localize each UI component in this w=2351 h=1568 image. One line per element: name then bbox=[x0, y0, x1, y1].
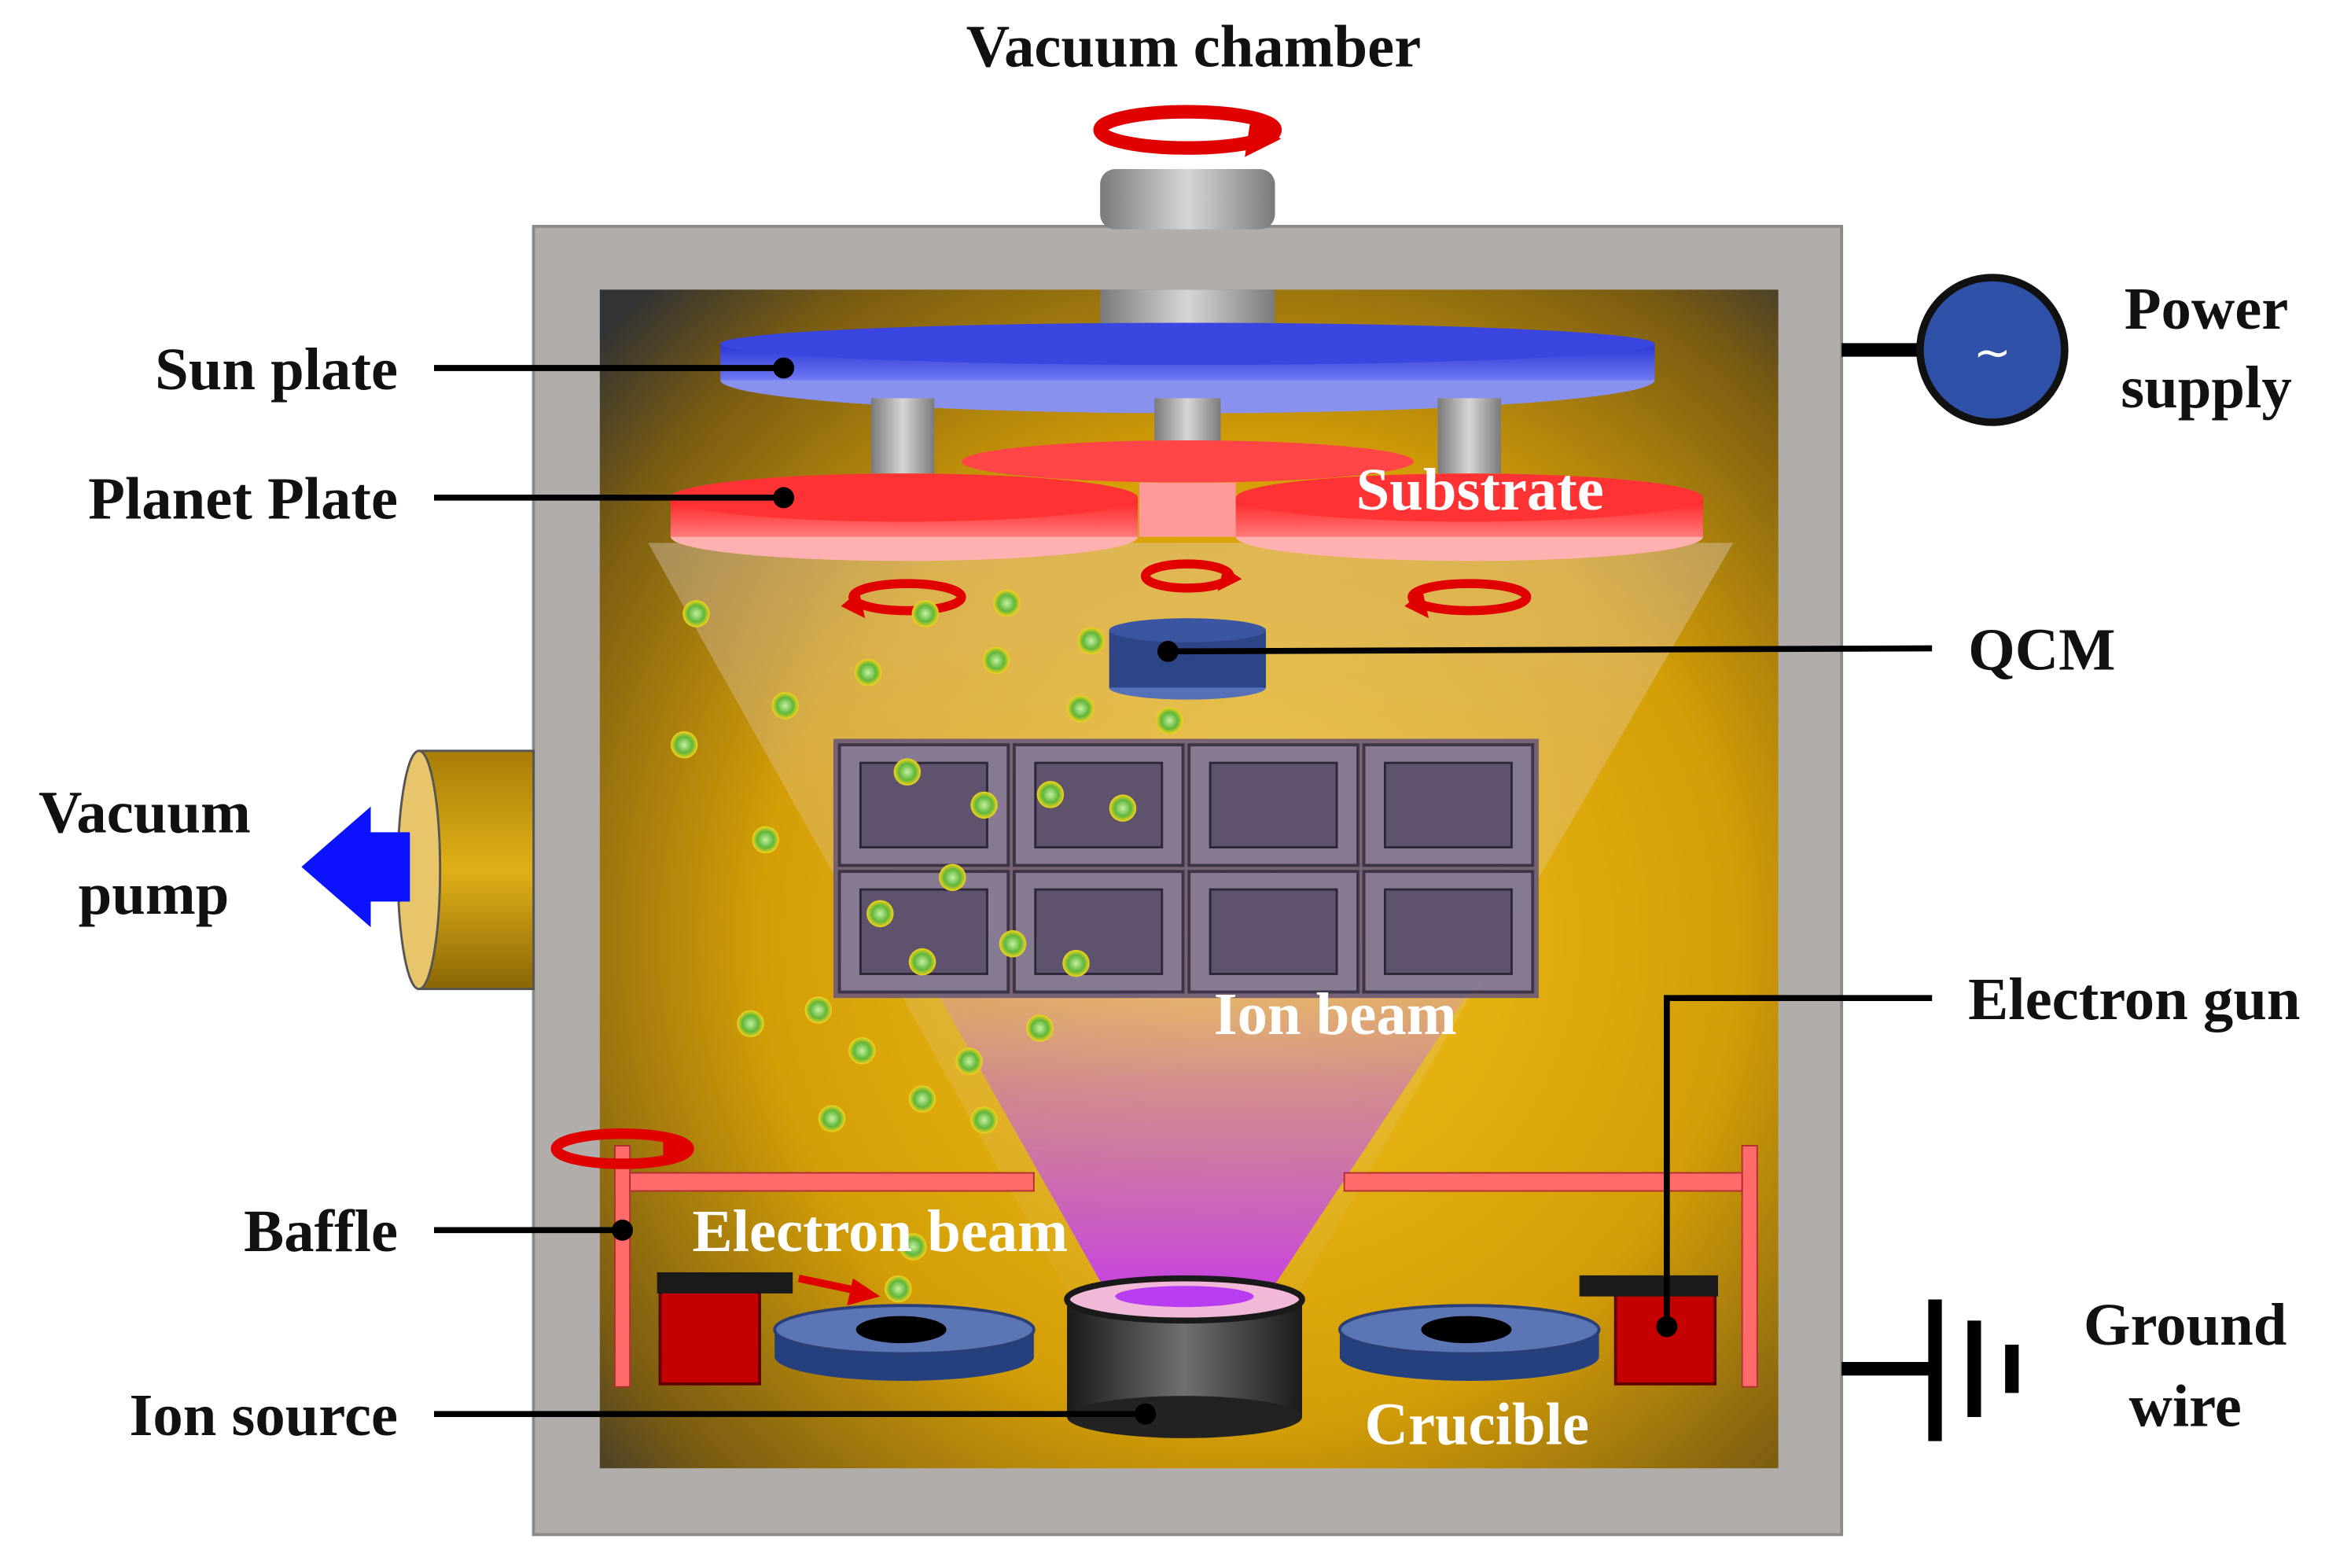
vapor-particle bbox=[1077, 627, 1105, 655]
rotation-arrow-baffle bbox=[550, 1128, 694, 1169]
vapor-particle bbox=[818, 1105, 846, 1132]
label-electron-gun: Electron gun bbox=[1968, 966, 2300, 1032]
label-vacuum-pump-line2: pump bbox=[79, 860, 230, 927]
vapor-particle bbox=[670, 731, 698, 759]
vapor-particle bbox=[804, 996, 832, 1024]
vapor-particle bbox=[1156, 707, 1183, 734]
vapor-particle bbox=[955, 1047, 983, 1075]
window-pane-inset bbox=[1383, 888, 1513, 975]
window-pane-inset bbox=[1383, 761, 1513, 848]
vapor-particle bbox=[900, 1233, 927, 1261]
vacuum-pump-arrow bbox=[301, 806, 410, 928]
label-baffle: Baffle bbox=[244, 1198, 398, 1264]
leader-lines bbox=[434, 365, 1933, 1417]
qcm-sensor bbox=[1109, 618, 1266, 700]
vapor-particle bbox=[1067, 694, 1095, 723]
vapor-particle bbox=[970, 791, 998, 819]
vapor-particle bbox=[999, 929, 1027, 958]
planet-plate-left bbox=[670, 473, 1139, 561]
sun-plate bbox=[720, 322, 1655, 414]
label-vacuum-pump-line1: Vacuum bbox=[39, 778, 251, 845]
label-crucible: Crucible bbox=[1365, 1391, 1589, 1458]
evaporation-pocket-right bbox=[1338, 1304, 1601, 1381]
vapor-particle bbox=[993, 589, 1021, 617]
vapor-particle bbox=[737, 1010, 764, 1037]
power-supply-icon bbox=[1916, 274, 2069, 426]
leader-dots bbox=[612, 357, 1678, 1425]
label-electron-beam: Electron beam bbox=[693, 1198, 1069, 1264]
label-vacuum-chamber: Vacuum chamber bbox=[966, 13, 1421, 80]
vapor-particle bbox=[1109, 794, 1137, 822]
ground-icon bbox=[1841, 1299, 2019, 1441]
heater-block-left bbox=[657, 1272, 793, 1386]
spindle-left bbox=[870, 398, 935, 474]
vapor-particles bbox=[670, 589, 1183, 1303]
vapor-particle bbox=[982, 646, 1010, 675]
label-ion-source: Ion source bbox=[130, 1382, 398, 1448]
label-ground-wire-line2: wire bbox=[2129, 1373, 2242, 1440]
window-pane-inset bbox=[1209, 761, 1338, 848]
window-pane-inset bbox=[859, 761, 988, 848]
label-planet-plate: Planet Plate bbox=[88, 466, 398, 532]
viewport-window bbox=[833, 738, 1539, 999]
baffle-right bbox=[1343, 1145, 1758, 1388]
label-ground-wire-line1: Ground bbox=[2084, 1291, 2287, 1358]
planet-plate-center bbox=[961, 440, 1414, 537]
label-power-supply-line1: Power bbox=[2125, 275, 2289, 342]
label-substrate: Substrate bbox=[1356, 456, 1604, 523]
evaporation-pocket-left bbox=[773, 1304, 1036, 1381]
label-sun-plate: Sun plate bbox=[155, 336, 398, 403]
baffle-left bbox=[614, 1145, 1035, 1388]
label-ion-beam: Ion beam bbox=[1214, 981, 1457, 1047]
vapor-particle bbox=[1062, 949, 1090, 977]
vapor-particle bbox=[848, 1037, 876, 1065]
vapor-particle bbox=[866, 900, 894, 928]
vapor-particle bbox=[970, 1106, 998, 1134]
vapor-particle bbox=[911, 600, 940, 628]
vapor-particle bbox=[893, 758, 922, 786]
ion-beam bbox=[904, 934, 1507, 1303]
vapor-particle bbox=[854, 658, 882, 686]
vapor-particle bbox=[1026, 1014, 1054, 1042]
vapor-particle bbox=[908, 948, 936, 976]
rotation-arrow-top bbox=[1093, 105, 1282, 157]
rotation-shaft-top bbox=[1100, 169, 1275, 230]
vapor-particle bbox=[885, 1275, 912, 1303]
planet-plate-right bbox=[1235, 473, 1703, 561]
vapor-particle bbox=[939, 863, 966, 892]
window-pane-inset bbox=[1209, 888, 1338, 975]
vapor-particle bbox=[682, 600, 710, 628]
rotation-arrow-planet-left bbox=[841, 579, 966, 619]
rotation-arrow-planet-right bbox=[1404, 579, 1532, 619]
power-supply-symbol: ~ bbox=[1974, 326, 2011, 379]
label-qcm: QCM bbox=[1968, 616, 2115, 683]
spindle-right bbox=[1437, 398, 1501, 474]
window-pane-inset bbox=[1034, 888, 1164, 975]
label-power-supply-line2: supply bbox=[2121, 354, 2291, 421]
rotation-arrow-planet-center bbox=[1140, 559, 1242, 593]
ion-source bbox=[1064, 1275, 1305, 1438]
vapor-particle bbox=[752, 826, 779, 854]
vacuum-pump-port bbox=[396, 749, 535, 991]
vapor-particle bbox=[908, 1085, 936, 1113]
vapor-particle bbox=[1036, 781, 1065, 808]
vapor-particle bbox=[771, 692, 799, 720]
